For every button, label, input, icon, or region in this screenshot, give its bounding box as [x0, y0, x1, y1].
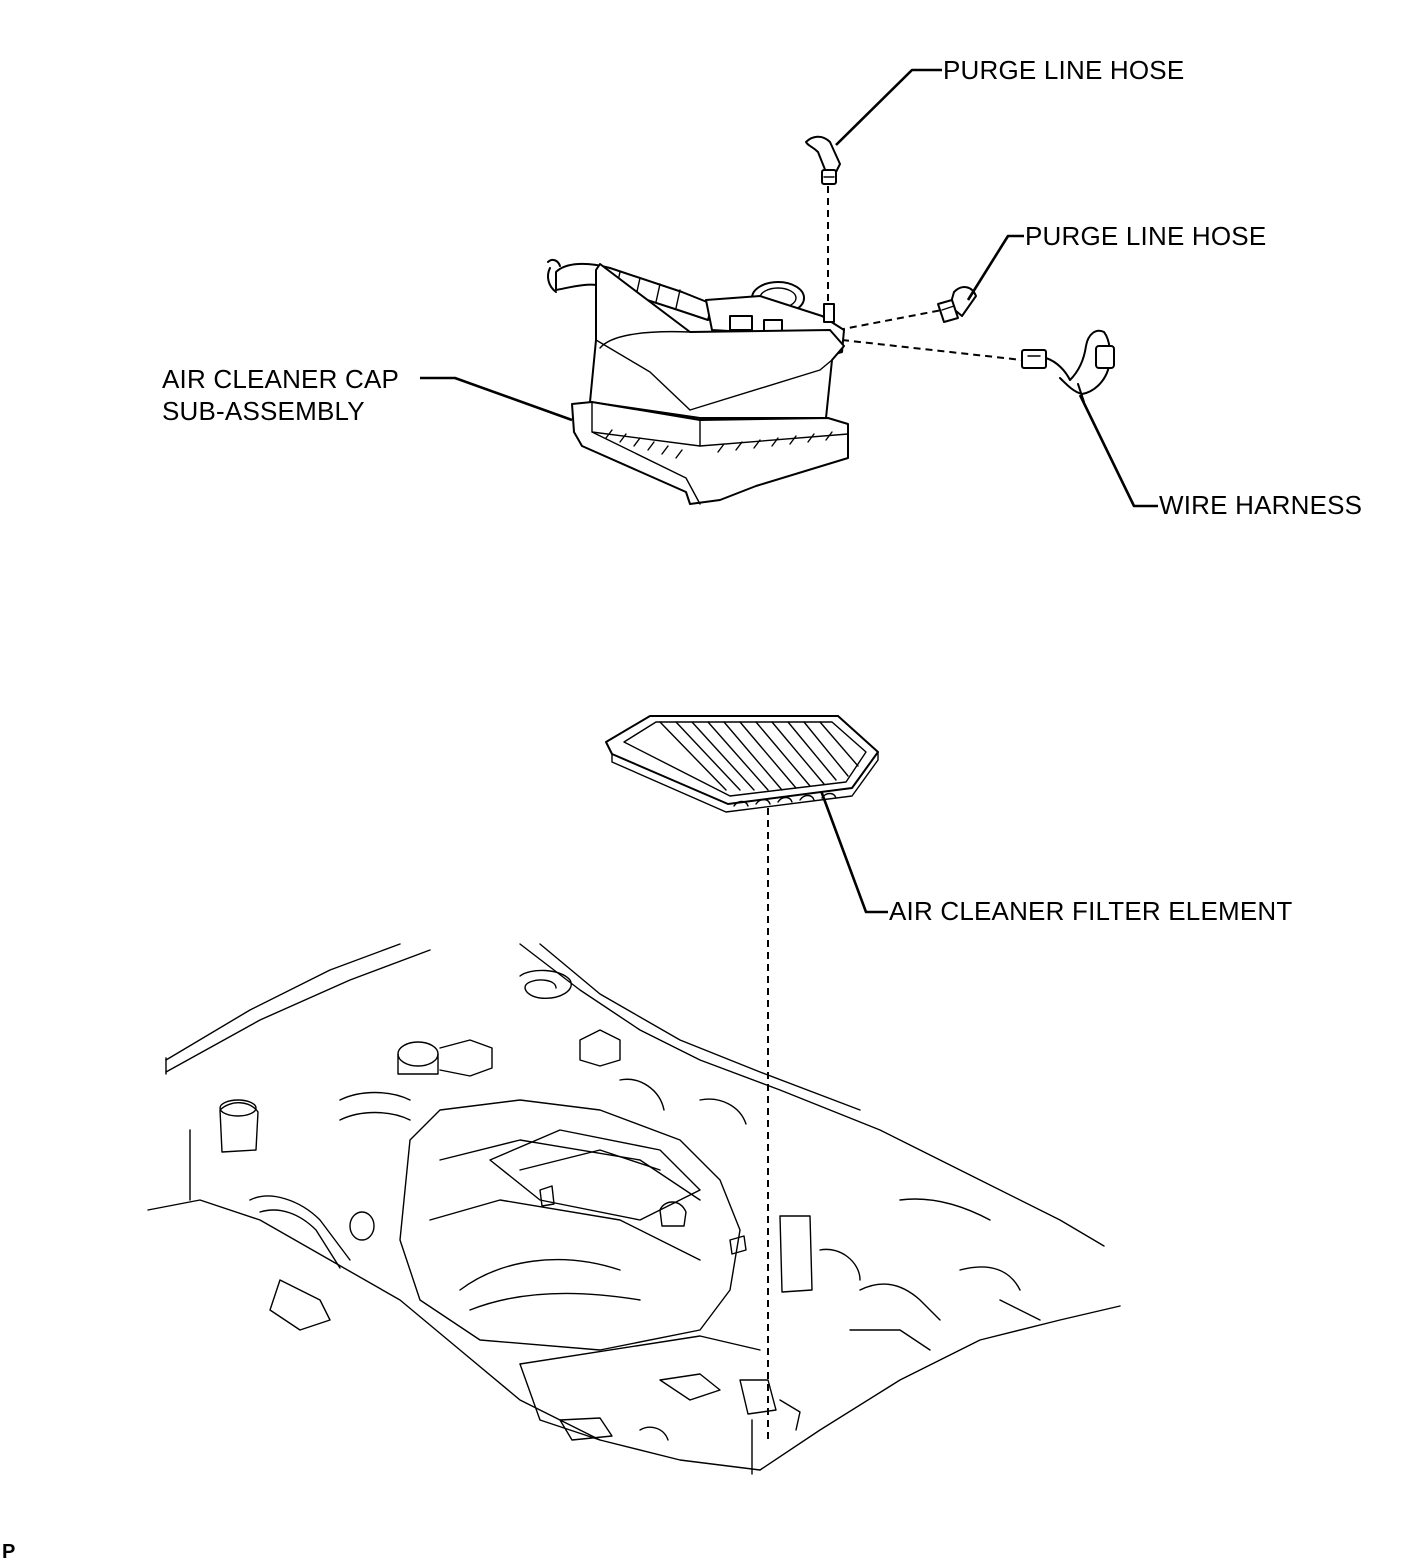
wire-harness	[1021, 329, 1115, 403]
purge-line-hose-top	[805, 135, 841, 185]
leader-lines	[420, 68, 1158, 914]
label-air-cleaner-filter-element: AIR CLEANER FILTER ELEMENT	[889, 896, 1293, 926]
dash-mid-hose	[837, 309, 943, 331]
leader-purge-hose-mid	[966, 234, 1024, 301]
air-cleaner-filter-element	[605, 715, 879, 813]
label-air-cleaner-cap-line1: AIR CLEANER CAP	[162, 364, 400, 394]
purge-line-hose-mid	[937, 286, 977, 323]
engine-compartment	[147, 943, 1121, 1475]
leader-filter-element	[818, 787, 888, 914]
dash-harness	[841, 339, 1023, 361]
air-cleaner-cap	[547, 258, 849, 505]
label-air-cleaner-cap-line2: SUB-ASSEMBLY	[162, 396, 365, 426]
label-purge-line-hose-top: PURGE LINE HOSE	[943, 55, 1185, 85]
leader-air-cleaner-cap	[420, 376, 573, 422]
alignment-lines	[767, 186, 1023, 1440]
corner-mark: P	[2, 1541, 15, 1562]
leader-purge-hose-top	[835, 68, 942, 146]
leader-wire-harness	[1078, 394, 1158, 508]
label-wire-harness: WIRE HARNESS	[1159, 490, 1363, 520]
label-purge-line-hose-mid: PURGE LINE HOSE	[1025, 221, 1267, 251]
